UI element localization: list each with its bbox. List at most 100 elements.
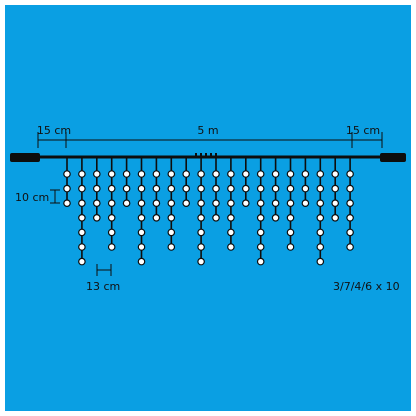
bulb	[107, 228, 116, 237]
bulb	[316, 170, 325, 178]
bulb	[316, 257, 325, 266]
bulb	[271, 170, 280, 178]
bulb	[331, 184, 340, 193]
icicle-strand	[227, 157, 235, 251]
lead-left-label: 15 cm	[37, 124, 71, 137]
bulb	[301, 199, 310, 208]
lead-right-label: 15 cm	[346, 124, 380, 137]
bulb	[63, 184, 71, 193]
bulb	[137, 257, 146, 266]
bulb	[137, 199, 146, 208]
bulb	[346, 170, 354, 178]
bulb	[122, 184, 131, 193]
bulb	[167, 243, 176, 251]
bulb	[212, 199, 220, 208]
bulb	[346, 214, 354, 222]
bulb	[286, 228, 295, 237]
bulb	[346, 228, 354, 237]
icicle-strand	[137, 157, 146, 266]
bulb	[286, 199, 295, 208]
bulb	[78, 228, 86, 237]
icicle-strand	[93, 157, 101, 222]
bulb	[182, 199, 191, 208]
bulb	[346, 184, 354, 193]
bulb	[78, 184, 86, 193]
icicle-strand	[256, 157, 265, 266]
icicle-strand	[107, 157, 116, 251]
bulb	[78, 214, 86, 222]
icicle-strand	[286, 157, 295, 251]
bulb	[197, 184, 205, 193]
icicle-strand	[122, 157, 131, 208]
bulb	[93, 199, 101, 208]
bulb	[331, 199, 340, 208]
bulb	[167, 228, 176, 237]
bulb	[78, 257, 86, 266]
bulb	[122, 170, 131, 178]
icicle-strand	[167, 157, 176, 251]
bulb	[78, 243, 86, 251]
bulb	[137, 243, 146, 251]
bulb	[331, 214, 340, 222]
dimension-bulb-spacing	[50, 189, 60, 204]
plug-left	[10, 153, 40, 162]
bulb	[212, 184, 220, 193]
bulb	[93, 184, 101, 193]
bulb	[107, 214, 116, 222]
bulb	[93, 170, 101, 178]
bulb	[197, 170, 205, 178]
bulb	[63, 199, 71, 208]
bulb	[271, 184, 280, 193]
bulb	[78, 170, 86, 178]
bulb	[242, 184, 250, 193]
background-panel	[3, 3, 413, 413]
bulb	[301, 184, 310, 193]
span-label: 5 m	[197, 124, 218, 137]
bulb	[137, 214, 146, 222]
icicle-strand	[271, 157, 280, 222]
bulb	[346, 199, 354, 208]
icicle-strand	[242, 157, 250, 208]
icicle-strand	[212, 157, 220, 222]
icicle-strand	[78, 157, 86, 266]
bulb	[346, 243, 354, 251]
bulb	[256, 228, 265, 237]
bulb	[286, 170, 295, 178]
icicle-strand	[301, 157, 310, 208]
bulb	[256, 170, 265, 178]
strand-spacing-label: 13 cm	[86, 280, 120, 293]
bulb	[182, 170, 191, 178]
bulb	[227, 170, 235, 178]
bulb	[197, 228, 205, 237]
bulb	[212, 170, 220, 178]
bulb	[286, 184, 295, 193]
bulb	[107, 199, 116, 208]
bulb-spacing-label: 10 cm	[15, 191, 49, 204]
bulb	[167, 214, 176, 222]
icicle-strand	[316, 157, 325, 266]
bulb	[256, 243, 265, 251]
dimension-lead-right	[352, 132, 383, 148]
bulb	[227, 199, 235, 208]
bulb	[271, 199, 280, 208]
bulb	[227, 184, 235, 193]
bulb	[197, 199, 205, 208]
bulb	[271, 214, 280, 222]
bulb	[256, 199, 265, 208]
bulb	[242, 170, 250, 178]
bulb	[152, 214, 161, 222]
bulb	[227, 243, 235, 251]
bulb	[152, 170, 161, 178]
bulb	[152, 184, 161, 193]
icicle-strands	[63, 157, 354, 266]
icicle-strand	[63, 157, 71, 208]
bulb	[227, 228, 235, 237]
bulb	[316, 184, 325, 193]
icicle-strand	[152, 157, 161, 222]
bulb	[137, 228, 146, 237]
bulb	[152, 199, 161, 208]
bulb	[227, 214, 235, 222]
bulb	[93, 214, 101, 222]
